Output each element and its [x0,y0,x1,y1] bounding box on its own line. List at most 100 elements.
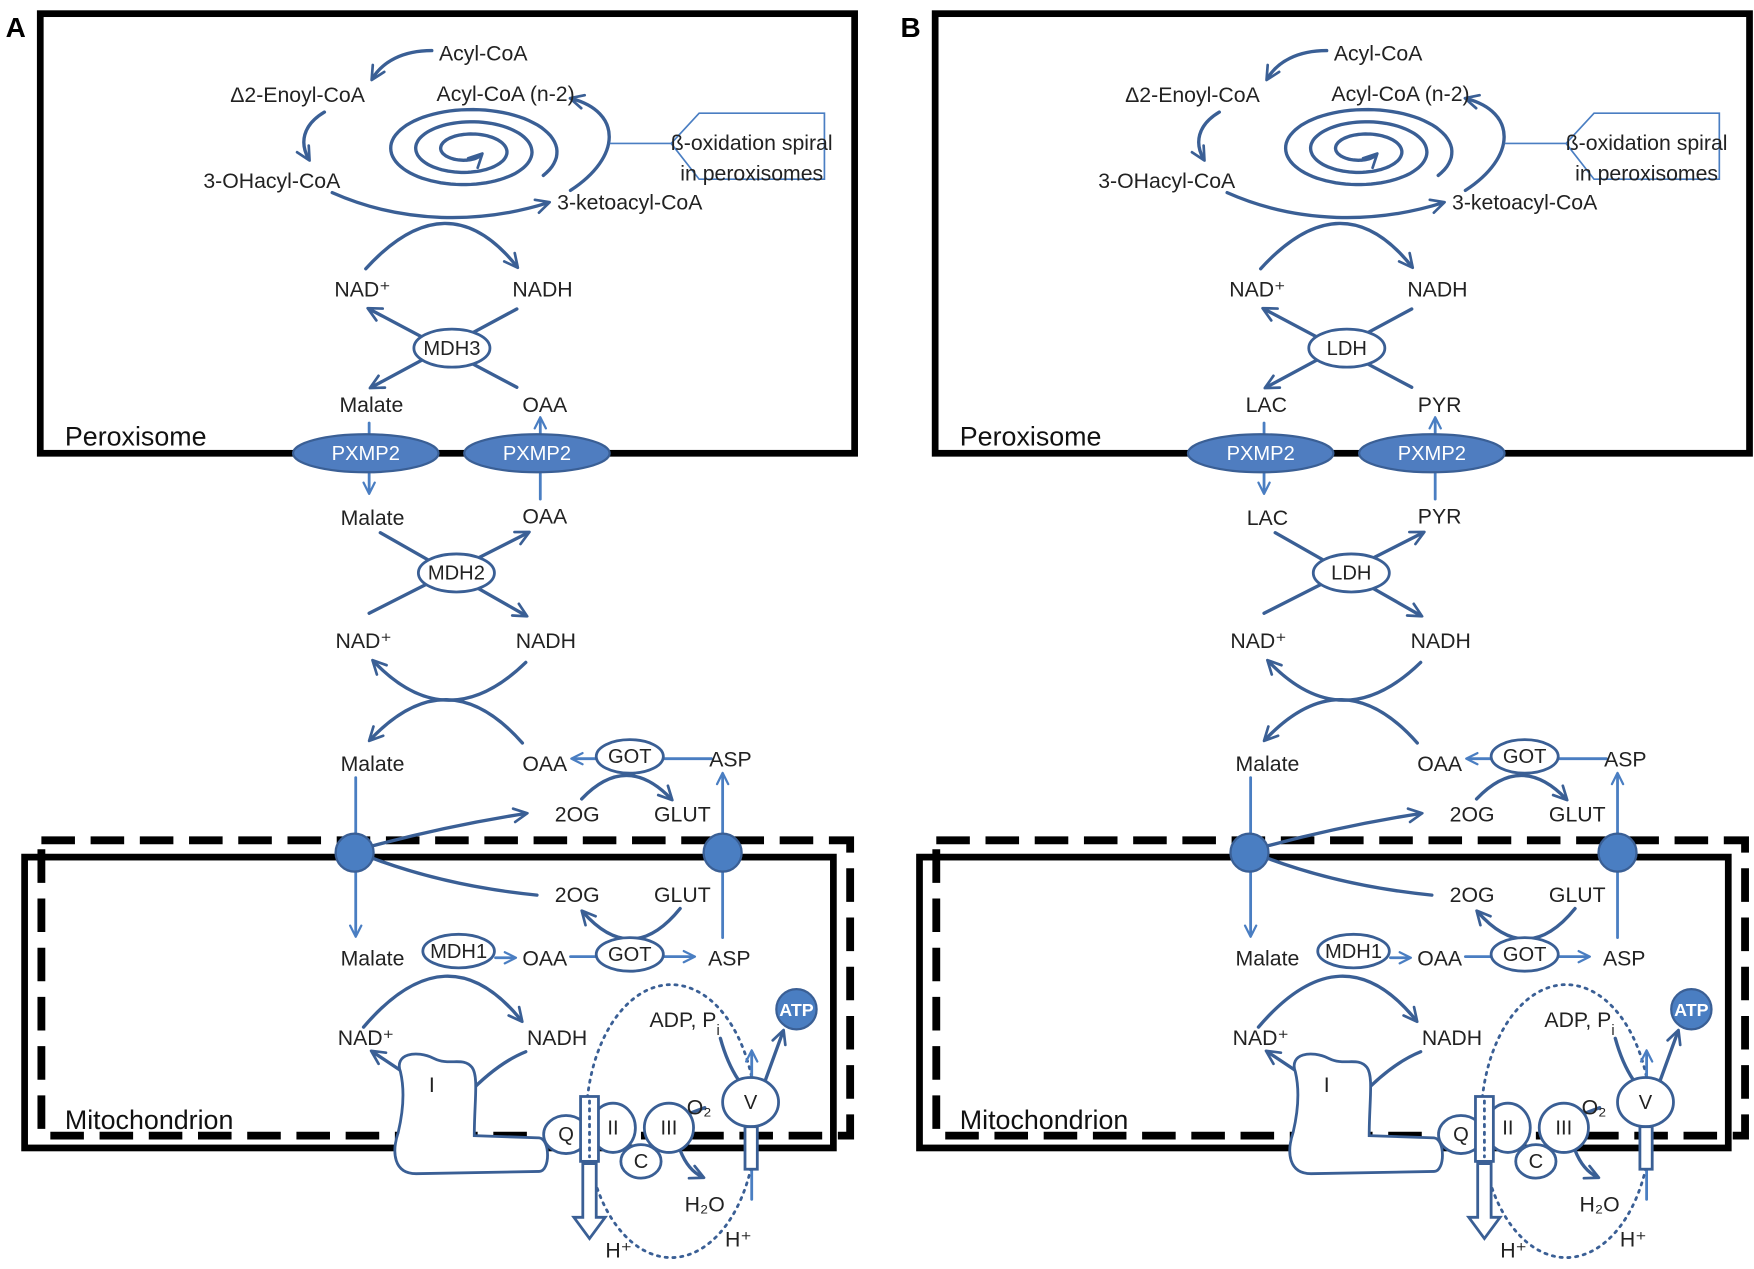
cytosol-asp-label: ASP [709,747,752,771]
peroxisome-nadh-label: NADH [512,278,572,302]
cytosol-2og-label: 2OG [555,802,600,826]
peroxisome-boundary [931,10,1753,457]
malate-2og-carrier [334,832,375,873]
complex-i-shape [393,1052,549,1176]
atp-node [1670,987,1713,1031]
cytosol-nad-label: NAD⁺ [1230,629,1286,653]
peroxisome-substrate-label: Malate [339,393,403,417]
mito-got-label: GOT [1503,944,1547,966]
spiral-callout-line-2: in peroxisomes [1575,161,1718,185]
arrow-complex-v-to-atp [763,1028,787,1083]
beta-oxidation-spiral [389,107,559,187]
cytosol-nadh-label: NADH [1411,629,1471,653]
peroxisome-label: Peroxisome [960,421,1102,451]
panel-letter: B [900,12,920,43]
cytosol-malate-label: Malate [1236,752,1300,776]
panel-letter: A [6,12,26,43]
arrow-nad-to-nadh-mito [361,974,524,1029]
spiral-callout-line-1: ß-oxidation spiral [671,131,833,155]
arrow-complex-v-to-atp [1658,1028,1682,1083]
proton-channel [579,1095,600,1163]
complex-v-label: V [744,1092,758,1114]
peroxisome-nad-label: NAD⁺ [1229,278,1285,302]
arrow-ohacyl-to-ketoacyl [330,190,552,220]
adp-pi-subscript: i [1611,1023,1614,1039]
mito-nadh-label: NADH [1422,1026,1482,1050]
peroxisome-boundary [36,10,858,457]
atp-label: ATP [779,1000,813,1020]
arrow-2og-export [1265,807,1424,848]
proton-flow-arrow [571,1162,608,1241]
arrow-oaa-to-malate-cytosol [1262,698,1419,745]
line-adp-to-complex-v [718,1036,740,1082]
cytosol-malate-label: Malate [341,752,405,776]
malate-2og-carrier [1229,832,1270,873]
adp-pi-label: ADP, Pi [650,1008,720,1039]
oxygen-label: O₂ [1582,1095,1607,1119]
complex-iii-node [642,1101,695,1154]
peroxisome-product-label: PYR [1418,393,1462,417]
asp-glut-carrier [702,832,743,873]
mitochondrion-label: Mitochondrion [960,1105,1129,1135]
arrow-nadh-to-nad-cytosol [1266,658,1423,702]
arrow-enoyl-to-ohacyl [295,110,327,162]
arrow-to-h2o [678,1148,706,1180]
adp-pi-subscript: i [716,1023,719,1039]
ketoacyl-coa-label: 3-ketoacyl-CoA [1452,190,1598,214]
peroxisome-nad-label: NAD⁺ [334,278,390,302]
mito-oaa-label: OAA [522,947,568,971]
complex-v-stalk [1638,1125,1654,1171]
mito-malate-label: Malate [341,947,405,971]
line-adp-to-complex-v [1613,1036,1635,1082]
water-label: H₂O [1580,1193,1620,1217]
mito-malate-label: Malate [1236,947,1300,971]
acyl-coa-label: Acyl-CoA [439,42,528,66]
peroxisome-nadh-label: NADH [1407,278,1467,302]
complex-ii-label: II [1502,1118,1513,1140]
asp-glut-carrier [1597,832,1638,873]
mito-got-node [594,936,665,973]
mito-2og-label: 2OG [555,883,600,907]
line-2og-carrier [1265,856,1434,897]
mito-2og-label: 2OG [1450,883,1495,907]
enoyl-coa-label: Δ2-Enoyl-CoA [1125,83,1260,107]
ubiquinone-label: Q [1453,1124,1469,1146]
mito-glut-label: GLUT [654,883,711,907]
cytosol-nadh-label: NADH [516,629,576,653]
mito-got-node [1489,936,1560,973]
complex-i-label: I [1324,1073,1330,1097]
adp-pi-main: ADP, P [650,1008,717,1032]
proton-channel [1474,1095,1495,1163]
arrow-glut-to-2og-mito [580,906,682,941]
cytosol-got-label: GOT [1503,746,1547,768]
atp-label: ATP [1674,1000,1708,1020]
arrow-nad-to-nadh-peroxisome [1259,221,1415,271]
cytosol-glut-label: GLUT [1549,802,1606,826]
cytochrome-c-node [1514,1143,1558,1180]
mito-glut-label: GLUT [1549,883,1606,907]
spiral-callout-line-1: ß-oxidation spiral [1566,131,1728,155]
spiral-callout-shape [609,112,826,181]
peroxisome-enzyme-node [1307,327,1387,369]
complex-v-label: V [1639,1092,1653,1114]
cytosol-substrate-label: LAC [1247,506,1288,530]
arrow-acyl-to-enoyl [1265,48,1329,82]
enoyl-coa-label: Δ2-Enoyl-CoA [230,83,365,107]
acyl-coa-label: Acyl-CoA [1334,42,1423,66]
arrow-to-h2o [1573,1148,1601,1180]
cytochrome-c-label: C [634,1151,649,1173]
acyl-coa-n2-label: Acyl-CoA (n-2) [437,82,575,106]
arrow-nad-to-nadh-peroxisome [364,221,520,271]
beta-oxidation-spiral [1283,107,1454,187]
cytosol-got-node [594,738,665,775]
cytosol-enzyme-label: MDH2 [428,563,485,585]
peroxisome-substrate-label: LAC [1246,393,1287,417]
arrow-nadh-to-nad-cytosol [371,658,528,702]
adp-pi-label: ADP, Pi [1544,1008,1614,1039]
pxmp2-channel-right [1358,433,1506,474]
adp-pi-main: ADP, P [1544,1008,1611,1032]
proton-right-label: H⁺ [1620,1227,1647,1251]
mito-nad-label: NAD⁺ [338,1026,394,1050]
arrow-nad-to-nadh-mito [1256,974,1419,1029]
mito-oaa-label: OAA [1417,947,1463,971]
